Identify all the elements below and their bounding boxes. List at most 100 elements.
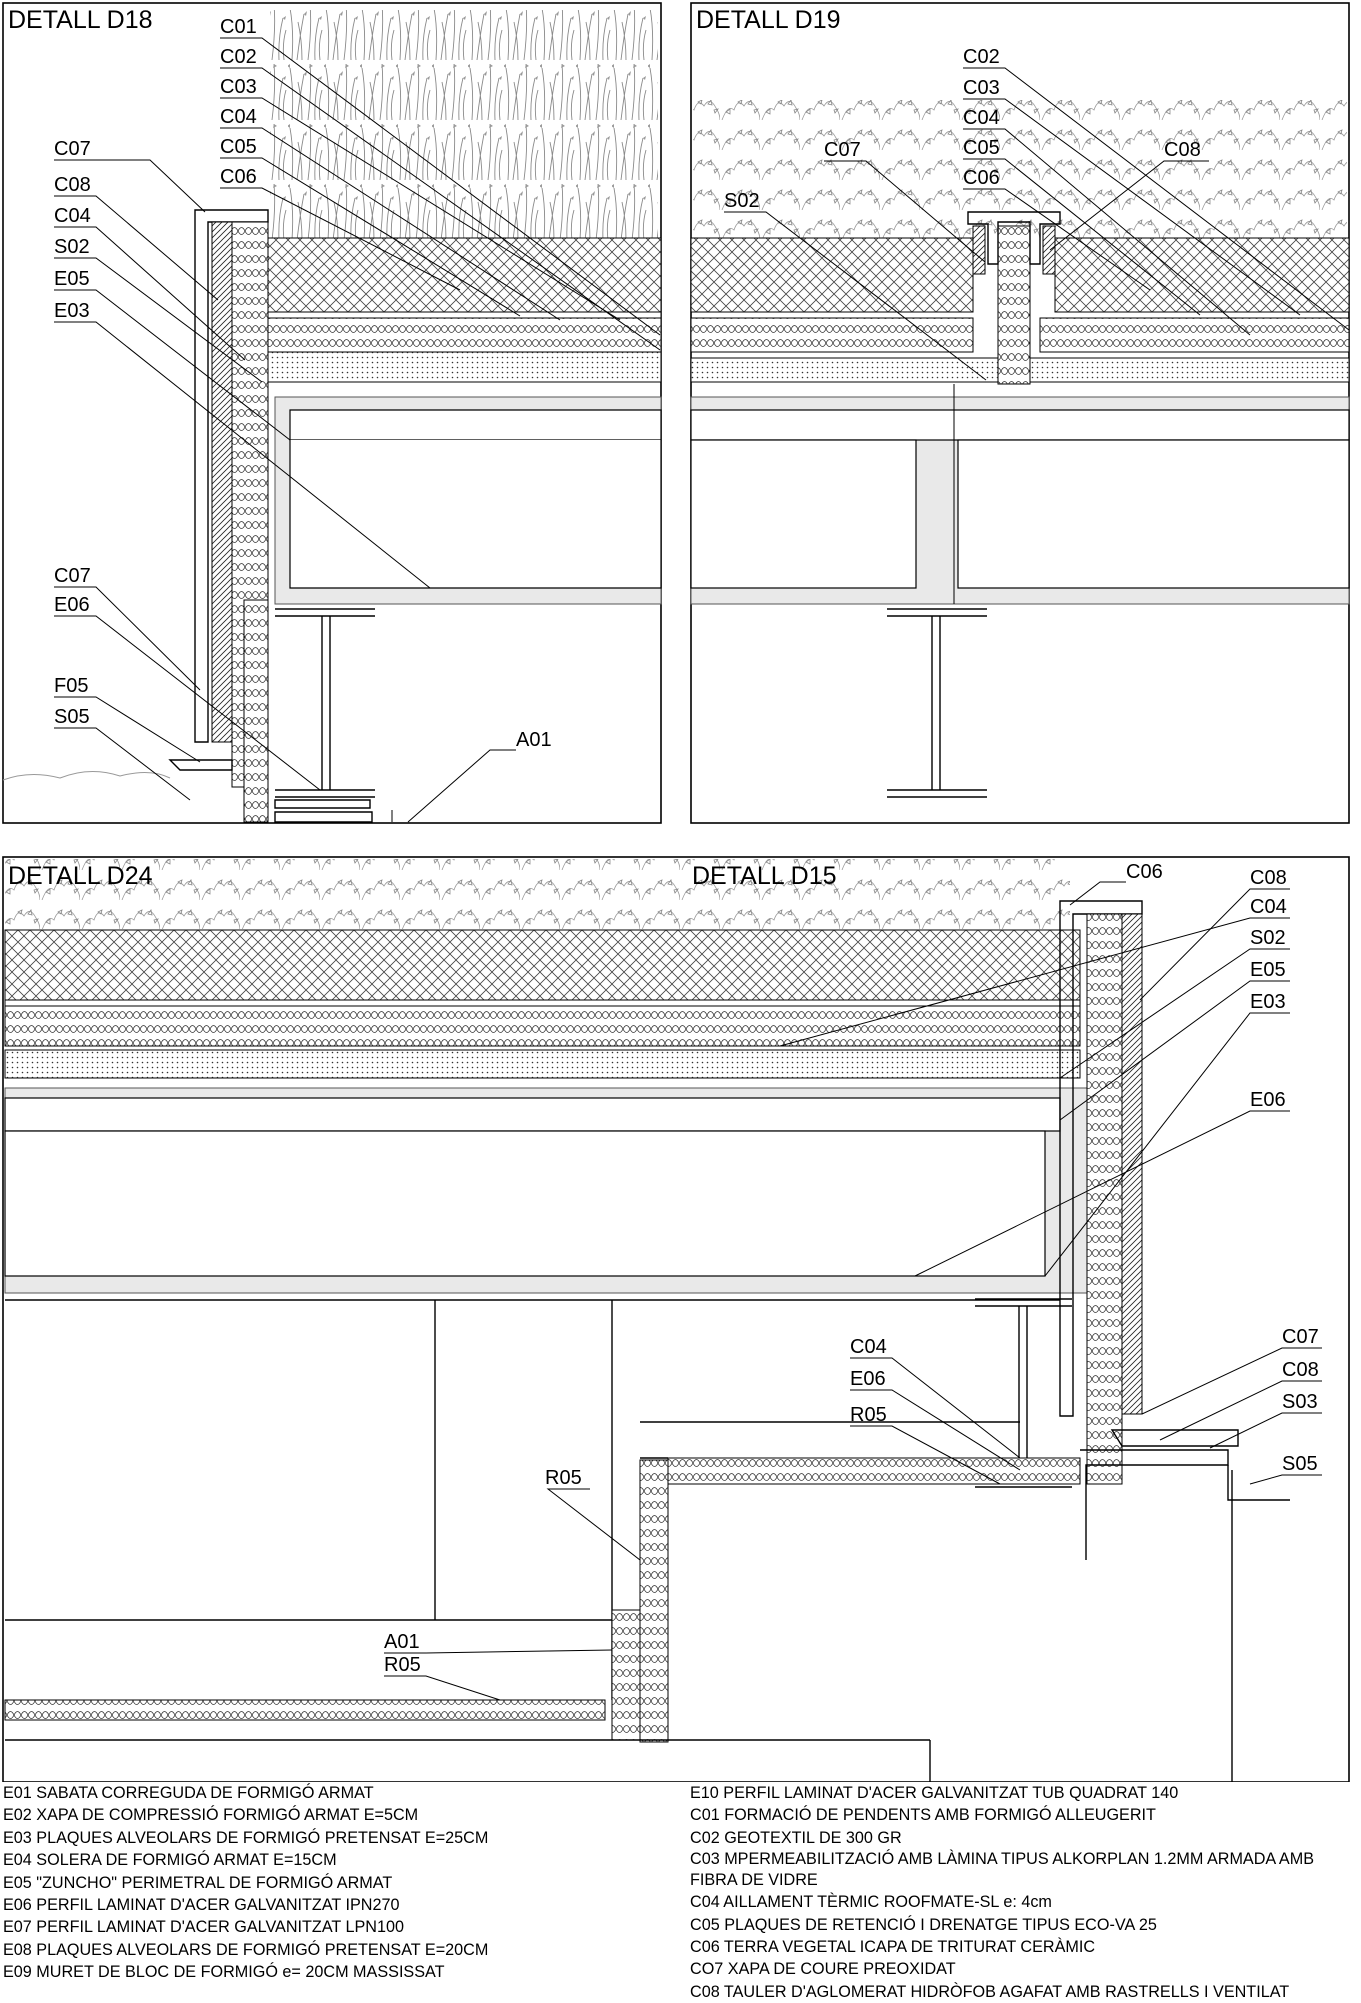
panel-title-d18: DETALL D18	[8, 6, 153, 34]
label-e03: E03	[54, 300, 90, 322]
label-c07: C07	[824, 139, 861, 161]
label-c02: C02	[963, 46, 1000, 68]
legend-item: E08 PLAQUES ALVEOLARS DE FORMIGÓ PRETENS…	[3, 1940, 489, 1959]
legend-item: E09 MURET DE BLOC DE FORMIGÓ e= 20CM MAS…	[3, 1963, 445, 1982]
legend-item: C03 MPERMEABILITZACIÓ AMB LÀMINA TIPUS A…	[690, 1850, 1314, 1890]
drainage-layer	[4, 999, 1081, 1007]
label-c03: C03	[220, 76, 257, 98]
legend-item: C01 FORMACIÓ DE PENDENTS AMB FORMIGÓ ALL…	[690, 1806, 1156, 1825]
insulation-left	[690, 317, 974, 353]
insulation-right	[1039, 317, 1350, 353]
floor-insulation	[667, 1457, 1081, 1485]
d24-labels: R05 A01 R05	[384, 1467, 582, 1676]
label-c01: C01	[220, 16, 257, 38]
label-c04: C04	[220, 106, 257, 128]
panel-detall-d18	[2, 2, 662, 824]
upstand	[997, 225, 1031, 385]
label-c06: C06	[1126, 861, 1163, 883]
soil-layer	[4, 929, 1081, 1001]
slab-void-right	[957, 439, 1350, 589]
wall-block-lower	[611, 1609, 641, 1741]
copper-coping	[1059, 900, 1143, 1417]
slab-top	[4, 1097, 1061, 1132]
board-left	[972, 225, 986, 275]
label-r05: R05	[545, 1467, 582, 1489]
slope-layer	[267, 351, 662, 383]
panel-detall-d24-d15	[2, 856, 1350, 1782]
vegetation-hatch	[5, 859, 1070, 929]
vegetation-hatch	[693, 100, 1347, 238]
label-c06: C06	[963, 167, 1000, 189]
panel-title-d19: DETALL D19	[696, 6, 841, 34]
label-s05: S05	[1282, 1453, 1318, 1475]
label-c08: C08	[1164, 139, 1201, 161]
panel-title-d15: DETALL D15	[692, 862, 837, 890]
ipn-beam	[275, 608, 375, 798]
label-e06: E06	[1250, 1089, 1286, 1111]
legend-item: E04 SOLERA DE FORMIGÓ ARMAT E=15CM	[3, 1851, 337, 1870]
label-a01: A01	[384, 1631, 420, 1653]
board-c08	[211, 221, 233, 743]
panel-title-d24: DETALL D24	[8, 862, 153, 890]
legend-item: E07 PERFIL LAMINAT D'ACER GALVANITZAT LP…	[3, 1918, 405, 1937]
legend-item: C05 PLAQUES DE RETENCIÓ I DRENATGE TIPUS…	[690, 1915, 1157, 1934]
label-s05: S05	[54, 706, 90, 728]
label-f05: F05	[54, 675, 88, 697]
label-s02: S02	[1250, 927, 1286, 949]
label-e05: E05	[1250, 959, 1286, 981]
copper-coping	[194, 209, 269, 743]
sill-board	[1110, 1429, 1239, 1447]
label-c05: C05	[220, 136, 257, 158]
label-c08-lower: C08	[1282, 1359, 1319, 1381]
legend-item: E03 PLAQUES ALVEOLARS DE FORMIGÓ PRETENS…	[3, 1828, 489, 1847]
slab-top	[690, 409, 1350, 441]
slab-top	[289, 409, 662, 441]
label-e06: E06	[54, 594, 90, 616]
legend-left-column: E01 SABATA CORREGUDA DE FORMIGÓ ARMAT E0…	[3, 1782, 488, 1984]
ipn-beam	[975, 1298, 1072, 1488]
legend-item: E06 PERFIL LAMINAT D'ACER GALVANITZAT IP…	[3, 1896, 400, 1915]
legend-item: C06 TERRA VEGETAL ICAPA DE TRITURAT CERÀ…	[690, 1938, 1096, 1957]
label-c07: C07	[54, 138, 91, 160]
drainage-layer	[267, 311, 662, 319]
flashing-s05	[168, 759, 233, 771]
interior-lines	[5, 1299, 1060, 1700]
panel-detall-d19	[690, 2, 1350, 824]
d18-leaders	[54, 37, 661, 823]
flashing-s05	[1227, 1465, 1290, 1501]
wall-insulation-lower	[243, 599, 269, 823]
legend-item: C02 GEOTEXTIL DE 300 GR	[690, 1828, 902, 1847]
legend-item: E10 PERFIL LAMINAT D'ACER GALVANITZAT TU…	[690, 1784, 1179, 1802]
label-c02: C02	[220, 46, 257, 68]
insulation-layer	[4, 1005, 1081, 1047]
label-c04-lower: C04	[850, 1336, 887, 1358]
construction-details-drawing: DETALL D18 C01 C02 C03 C04 C05 C06 C07 C…	[2, 2, 1350, 1782]
label-e03: E03	[1250, 991, 1286, 1013]
label-c04: C04	[963, 107, 1000, 129]
label-a01: A01	[516, 729, 552, 751]
insulation-layer	[267, 317, 662, 353]
label-c05: C05	[963, 137, 1000, 159]
slab-void	[289, 440, 662, 589]
panel-frame	[2, 856, 1350, 1782]
label-c03: C03	[963, 77, 1000, 99]
vegetation-hatch	[270, 10, 658, 238]
slab-void-left	[690, 439, 917, 589]
legend-item: E01 SABATA CORREGUDA DE FORMIGÓ ARMAT	[3, 1784, 374, 1802]
soil-layer	[267, 237, 662, 313]
legend-item: C08 TAULER D'AGLOMERAT HIDRÒFOB AGAFAT A…	[690, 1982, 1290, 2001]
d15-leaders	[384, 881, 1322, 1701]
slab-void	[4, 1130, 1046, 1277]
label-s03: S03	[1282, 1391, 1318, 1413]
legend: E01 SABATA CORREGUDA DE FORMIGÓ ARMAT E0…	[0, 1782, 1361, 2001]
label-e06-lower: E06	[850, 1368, 886, 1390]
footing	[274, 799, 373, 823]
legend-item: E02 XAPA DE COMPRESSIÓ FORMIGÓ ARMAT E=5…	[3, 1806, 419, 1825]
legend-item: CO7 XAPA DE COURE PREOXIDAT	[690, 1960, 956, 1979]
label-s02: S02	[54, 236, 90, 258]
label-c08: C08	[1250, 867, 1287, 889]
d18-labels: C01 C02 C03 C04 C05 C06 C07 C08 C04 S02 …	[54, 16, 552, 751]
legend-item: C04 AILLAMENT TÈRMIC ROOFMATE-SL e: 4cm	[690, 1893, 1052, 1912]
label-c07: C07	[1282, 1326, 1319, 1348]
label-c04: C04	[1250, 896, 1287, 918]
